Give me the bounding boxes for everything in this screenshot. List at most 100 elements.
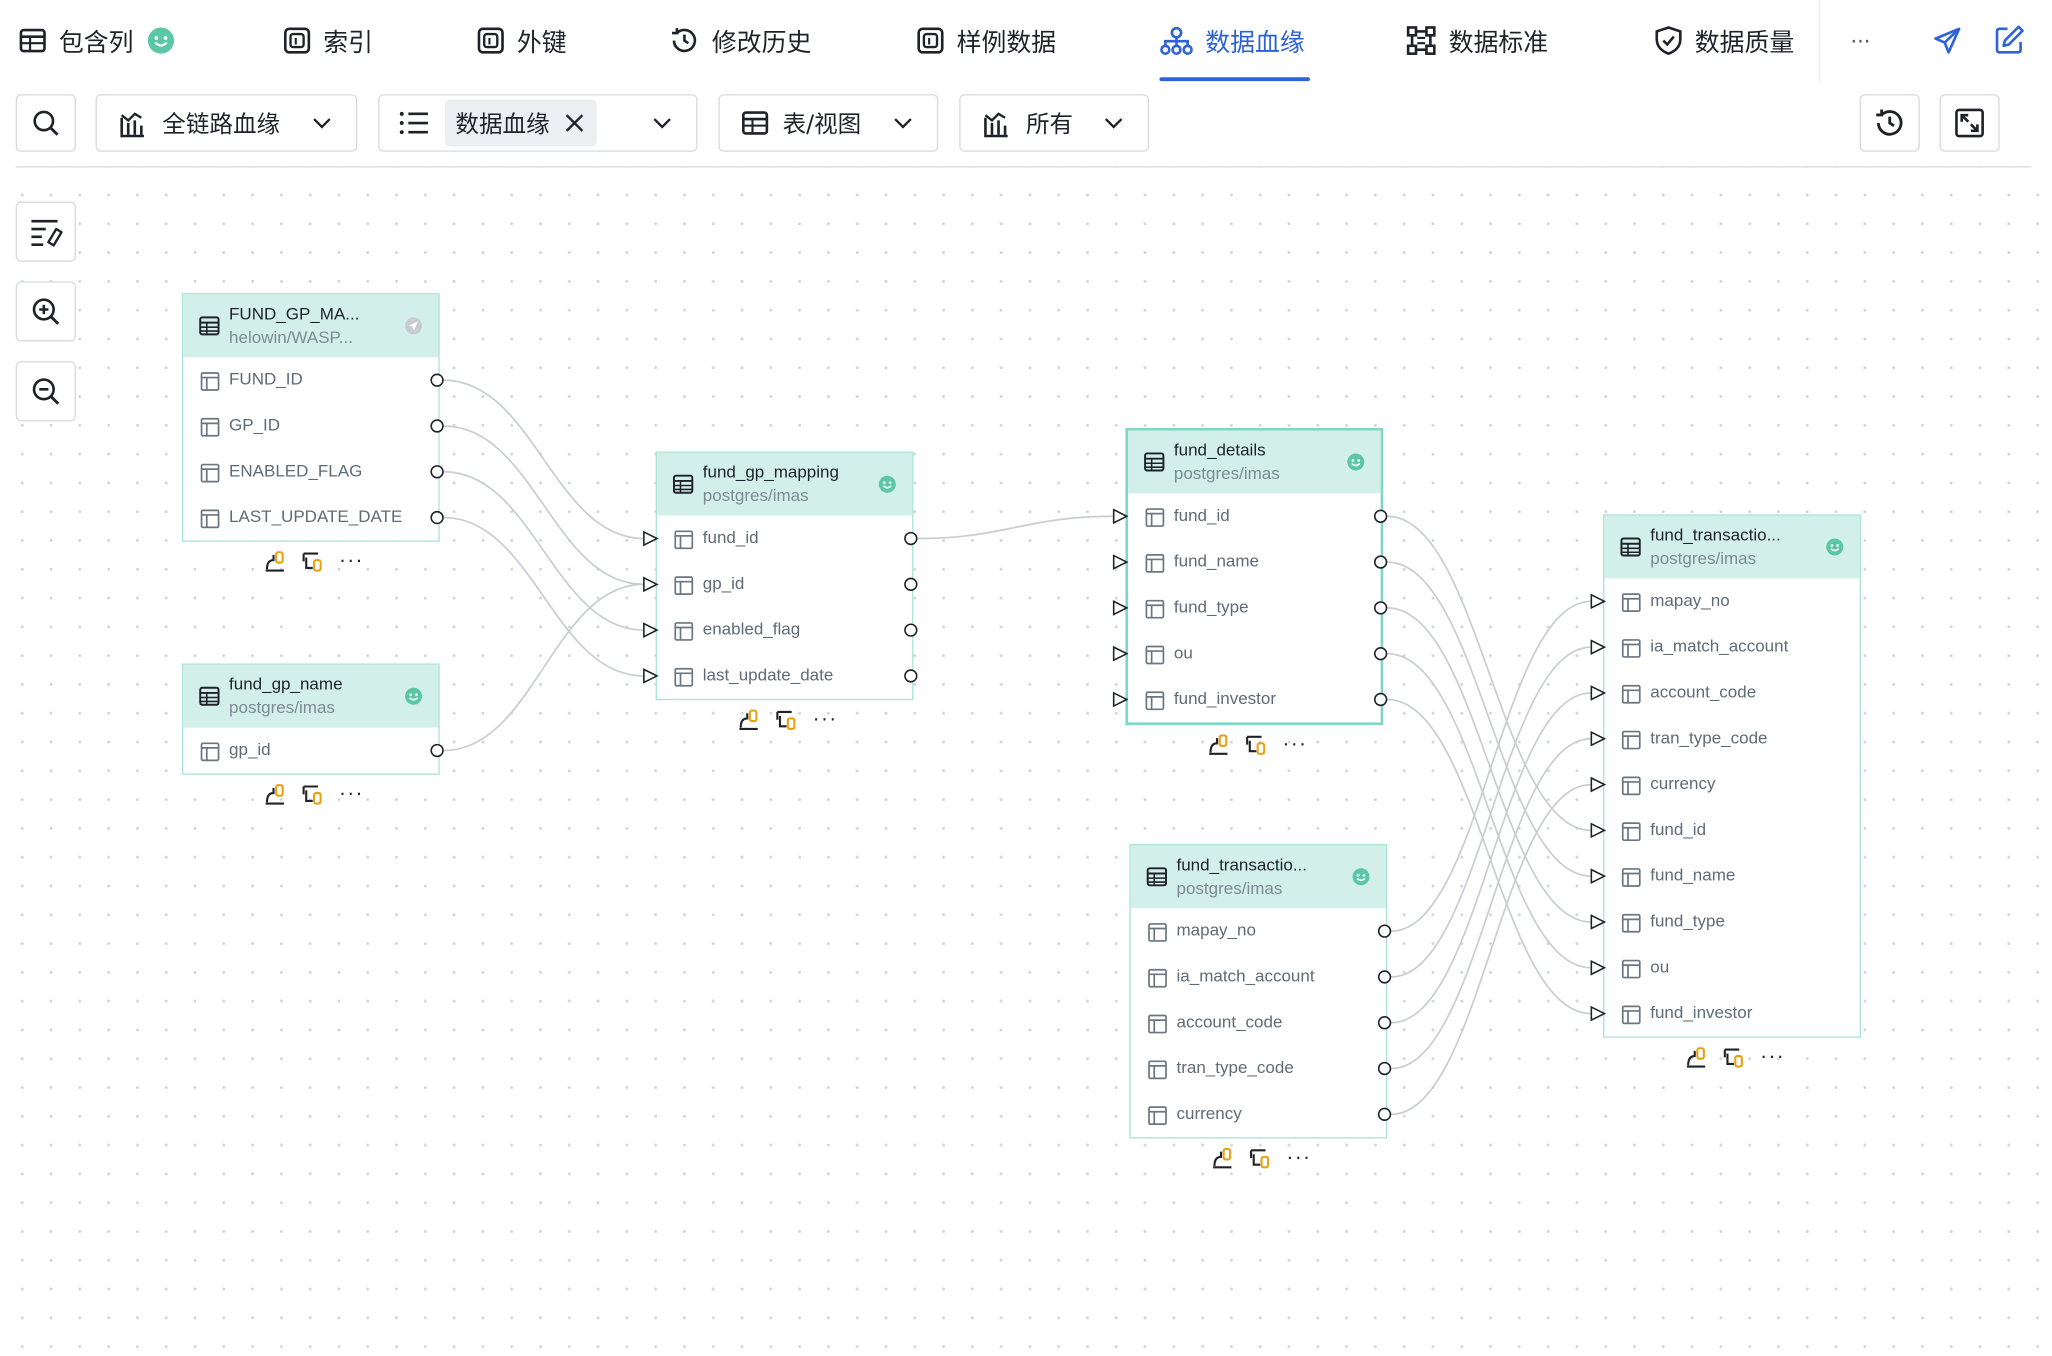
output-port[interactable] <box>430 465 444 479</box>
column-row[interactable]: fund_type <box>1604 899 1859 945</box>
object-type-select[interactable]: 表/视图 <box>718 94 939 152</box>
column-row[interactable]: fund_investor <box>1604 991 1859 1037</box>
input-port[interactable] <box>643 668 659 684</box>
input-port[interactable] <box>643 530 659 547</box>
column-row[interactable]: fund_type <box>1128 585 1381 631</box>
send-button[interactable] <box>1932 0 1975 81</box>
upstream-icon[interactable] <box>263 783 287 807</box>
tab-index[interactable]: 索引 <box>283 0 373 81</box>
column-row[interactable]: ia_match_account <box>1131 954 1386 1000</box>
upstream-icon[interactable] <box>1207 733 1231 757</box>
downstream-icon[interactable] <box>775 708 799 732</box>
upstream-icon[interactable] <box>1684 1046 1708 1070</box>
close-icon[interactable] <box>563 111 587 135</box>
table-node-header[interactable]: FUND_GP_MA...helowin/WASP... <box>183 294 439 358</box>
zoom-out-button[interactable] <box>15 361 76 422</box>
input-port[interactable] <box>1590 914 1607 930</box>
tab-lineage[interactable]: 数据血缘 <box>1159 0 1305 81</box>
tab-foreign-key[interactable]: 外键 <box>476 0 567 81</box>
input-port[interactable] <box>1590 639 1607 655</box>
downstream-icon[interactable] <box>1722 1046 1746 1070</box>
column-row[interactable]: fund_id <box>1128 493 1381 539</box>
node-more-button[interactable]: ··· <box>1282 732 1308 756</box>
downstream-icon[interactable] <box>301 783 325 807</box>
input-port[interactable] <box>643 622 659 638</box>
output-port[interactable] <box>1377 1107 1392 1122</box>
output-port[interactable] <box>1377 1061 1392 1076</box>
column-row[interactable]: enabled_flag <box>657 607 912 653</box>
history-button[interactable] <box>1859 94 1920 152</box>
output-port[interactable] <box>430 419 444 433</box>
column-row[interactable]: GP_ID <box>183 403 438 449</box>
column-row[interactable]: fund_id <box>1604 807 1859 853</box>
column-row[interactable]: ia_match_account <box>1604 624 1859 670</box>
column-row[interactable]: ou <box>1604 945 1859 991</box>
tab-sample-data[interactable]: 样例数据 <box>916 0 1056 81</box>
input-port[interactable] <box>1590 1005 1607 1022</box>
lineage-type-select[interactable]: 数据血缘 <box>378 94 698 152</box>
column-row[interactable]: tran_type_code <box>1131 1046 1386 1092</box>
output-port[interactable] <box>1373 692 1388 707</box>
input-port[interactable] <box>1590 593 1607 610</box>
column-row[interactable]: ENABLED_FLAG <box>183 449 438 495</box>
table-node-header[interactable]: fund_transactio...postgres/imas <box>1604 515 1860 579</box>
column-row[interactable]: currency <box>1131 1091 1386 1137</box>
output-port[interactable] <box>1373 647 1388 661</box>
edit-button[interactable] <box>1992 0 2038 81</box>
layout-button[interactable] <box>15 201 76 262</box>
output-port[interactable] <box>1377 924 1392 938</box>
input-port[interactable] <box>1590 959 1607 976</box>
output-port[interactable] <box>1373 555 1388 569</box>
output-port[interactable] <box>1377 1016 1392 1030</box>
input-port[interactable] <box>1112 554 1129 570</box>
input-port[interactable] <box>1590 730 1607 747</box>
input-port[interactable] <box>1590 685 1607 701</box>
output-port[interactable] <box>904 531 918 546</box>
upstream-icon[interactable] <box>1211 1146 1235 1170</box>
input-port[interactable] <box>1112 691 1129 708</box>
more-tabs-button[interactable]: ··· <box>1850 0 1870 81</box>
node-more-button[interactable]: ··· <box>338 549 364 572</box>
column-row[interactable]: gp_id <box>657 561 912 607</box>
input-port[interactable] <box>1112 508 1129 525</box>
column-row[interactable]: ou <box>1128 631 1381 677</box>
column-row[interactable]: fund_name <box>1604 853 1859 899</box>
column-row[interactable]: account_code <box>1131 1000 1386 1046</box>
upstream-icon[interactable] <box>737 708 761 732</box>
column-row[interactable]: account_code <box>1604 670 1859 716</box>
column-row[interactable]: fund_investor <box>1128 677 1381 723</box>
input-port[interactable] <box>1112 600 1129 616</box>
table-node-header[interactable]: fund_transactio...postgres/imas <box>1130 845 1386 909</box>
downstream-icon[interactable] <box>1245 733 1269 757</box>
input-port[interactable] <box>643 576 659 593</box>
node-more-button[interactable]: ··· <box>1286 1146 1312 1169</box>
output-port[interactable] <box>904 623 918 637</box>
downstream-icon[interactable] <box>1248 1146 1272 1170</box>
column-row[interactable]: fund_name <box>1128 539 1381 585</box>
node-more-button[interactable]: ··· <box>1760 1045 1786 1068</box>
output-port[interactable] <box>430 510 444 525</box>
tab-data-quality[interactable]: 数据质量 <box>1654 0 1794 81</box>
column-row[interactable]: mapay_no <box>1604 578 1859 624</box>
output-port[interactable] <box>430 743 444 758</box>
filter-select[interactable]: 所有 <box>959 94 1150 152</box>
node-more-button[interactable]: ··· <box>812 707 838 731</box>
output-port[interactable] <box>1373 601 1388 615</box>
fullscreen-button[interactable] <box>1939 94 2000 152</box>
output-port[interactable] <box>430 373 444 387</box>
tab-data-standard[interactable]: 数据标准 <box>1406 0 1548 81</box>
output-port[interactable] <box>904 577 918 591</box>
input-port[interactable] <box>1112 645 1129 662</box>
column-row[interactable]: FUND_ID <box>183 357 438 403</box>
output-port[interactable] <box>1377 970 1392 984</box>
